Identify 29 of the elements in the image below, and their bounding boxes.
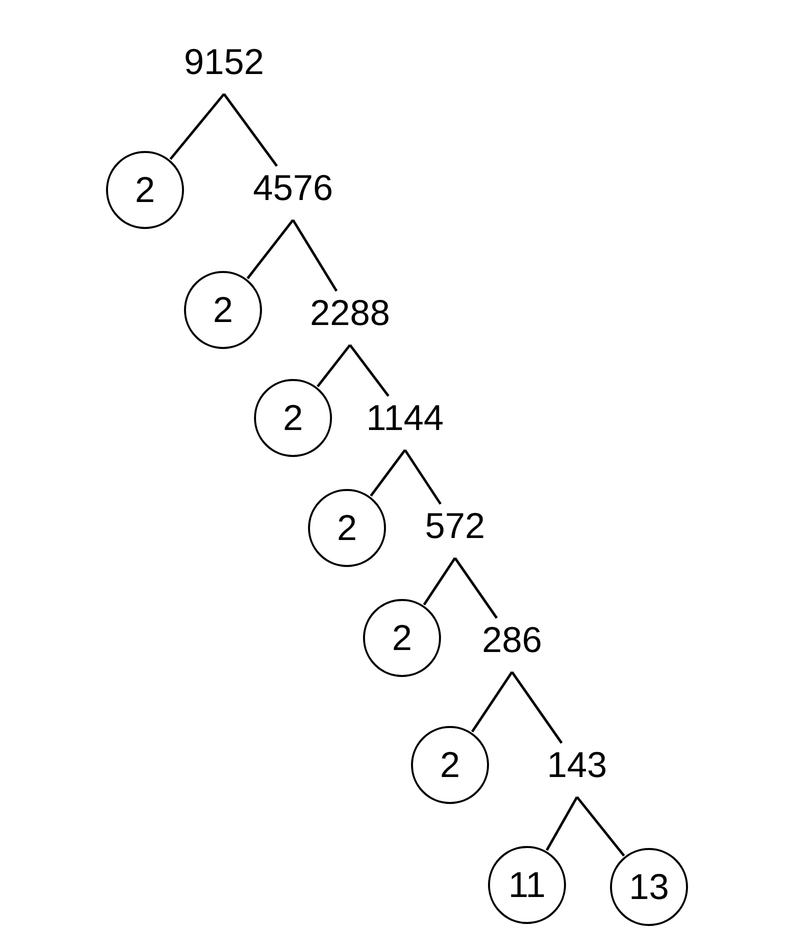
factor-number: 4576 xyxy=(241,168,345,208)
factor-number: 572 xyxy=(414,506,496,546)
prime-circle: 2 xyxy=(363,599,441,677)
prime-circle: 2 xyxy=(184,271,262,349)
factor-number: 2288 xyxy=(298,293,402,333)
branch-line xyxy=(576,796,625,857)
branch-line xyxy=(454,557,498,619)
branch-line xyxy=(223,93,278,167)
factor-number: 143 xyxy=(536,745,618,785)
prime-circle: 11 xyxy=(488,846,566,924)
prime-circle: 2 xyxy=(106,151,184,229)
factor-number: 286 xyxy=(470,620,554,660)
branch-line xyxy=(404,449,442,505)
branch-line xyxy=(471,671,514,732)
prime-circle: 2 xyxy=(411,726,489,804)
prime-circle: 2 xyxy=(254,379,332,457)
branch-line xyxy=(349,344,390,397)
prime-circle: 13 xyxy=(610,848,688,926)
branch-line xyxy=(423,557,456,606)
prime-circle: 2 xyxy=(308,489,386,567)
branch-line xyxy=(546,796,578,851)
branch-line xyxy=(316,344,351,388)
branch-line xyxy=(510,671,563,744)
branch-line xyxy=(370,449,406,497)
factor-number: 9152 xyxy=(172,42,276,82)
branch-line xyxy=(292,219,338,292)
factor-number: 1144 xyxy=(353,398,457,438)
branch-line xyxy=(246,219,294,280)
branch-line xyxy=(169,93,225,160)
